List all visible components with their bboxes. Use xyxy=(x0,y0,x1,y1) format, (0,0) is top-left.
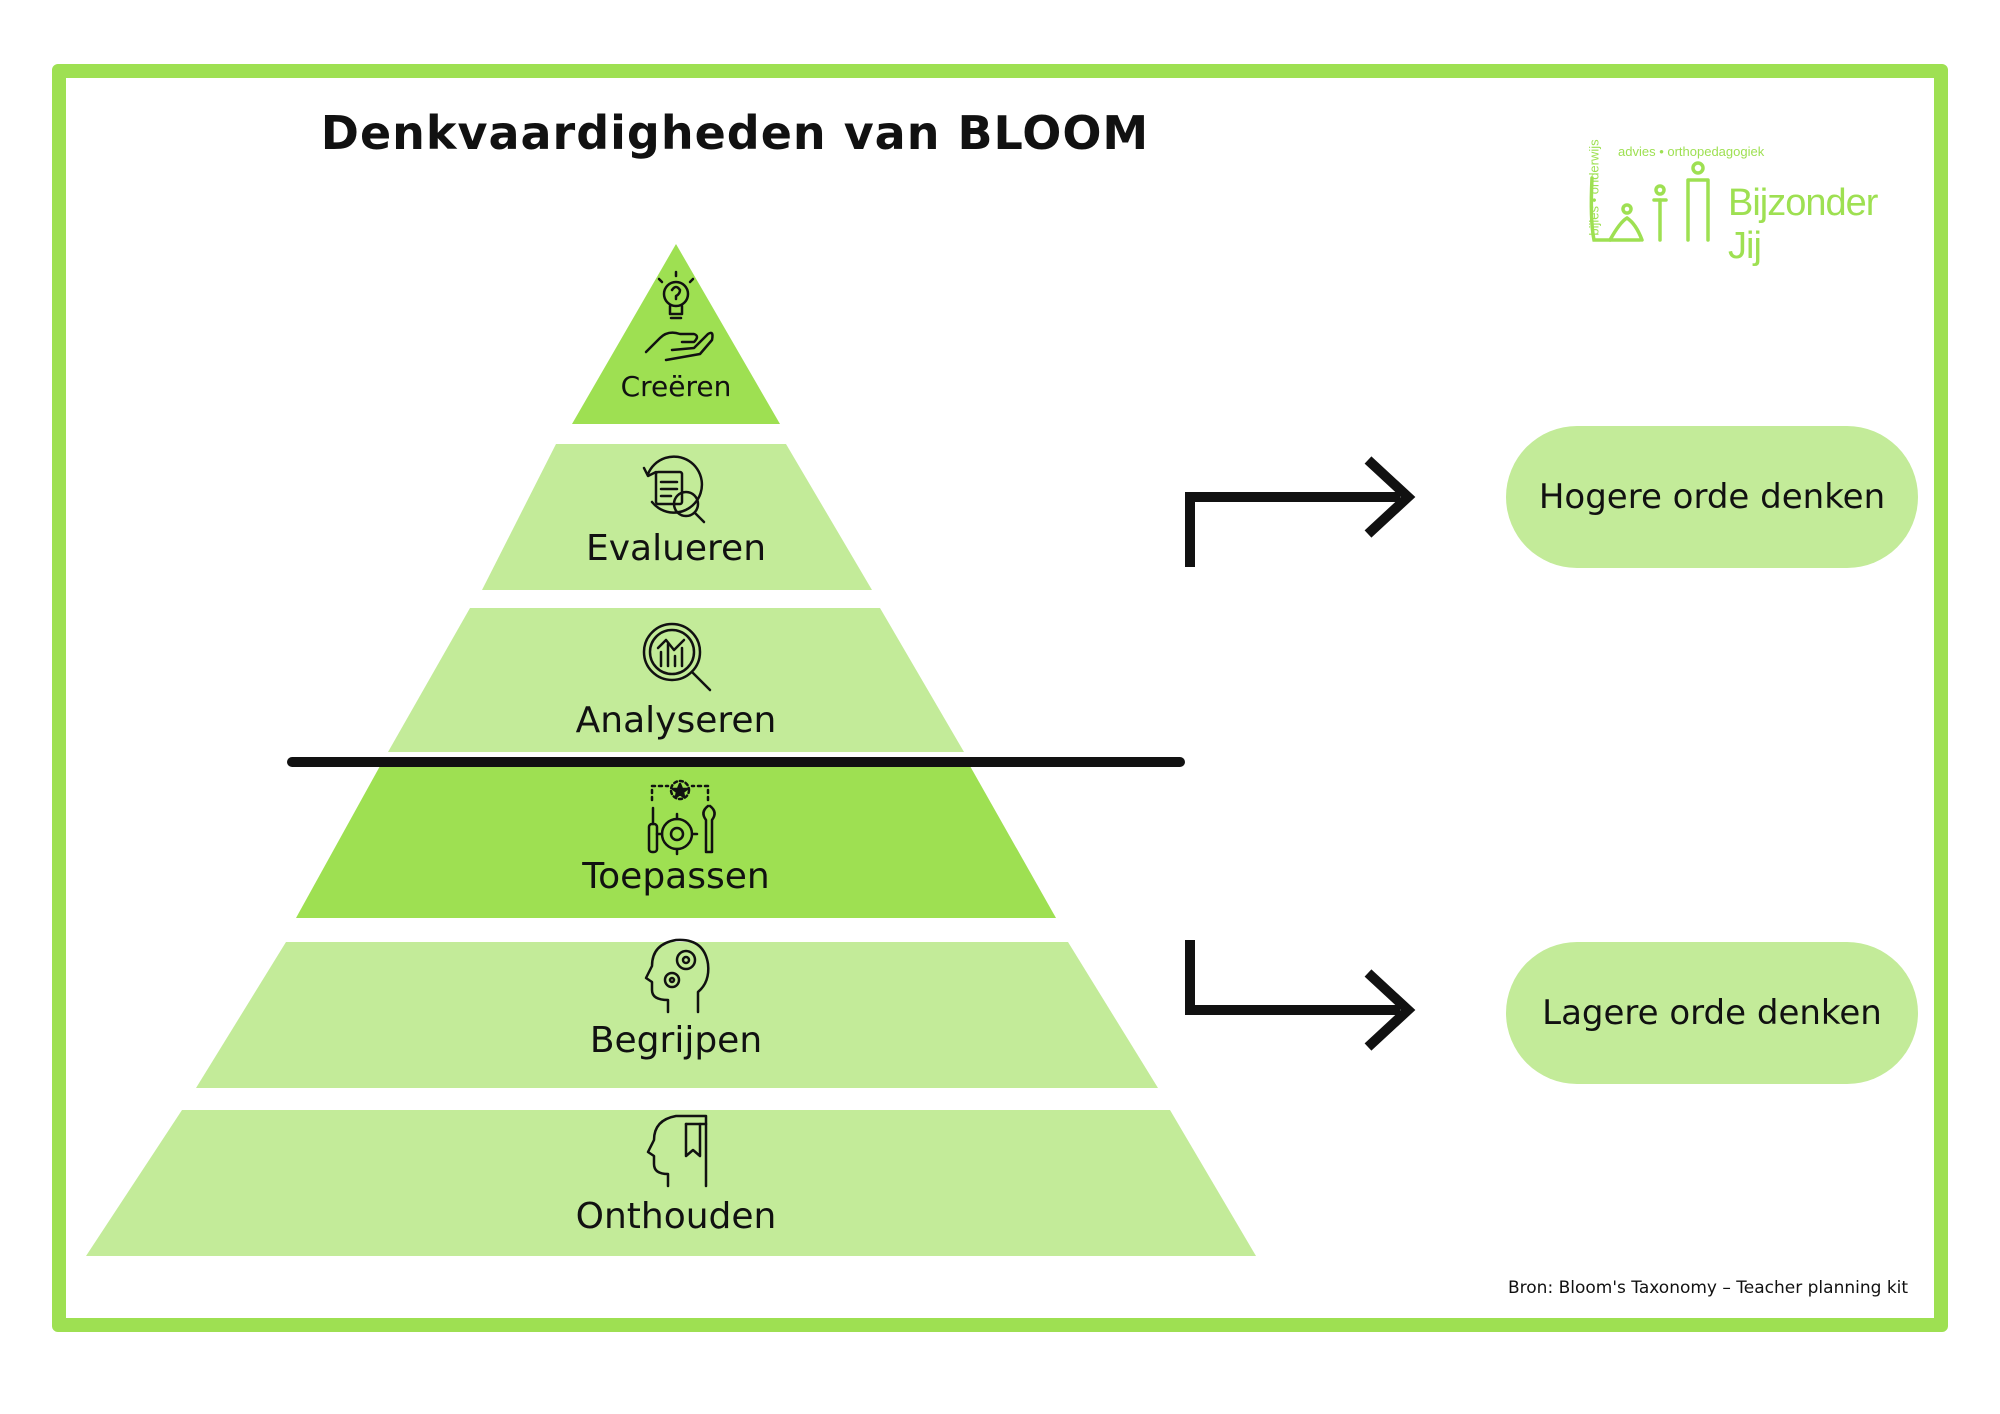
source-note: Bron: Bloom's Taxonomy – Teacher plannin… xyxy=(1508,1278,1909,1298)
page-title: Denkvaardigheden van BLOOM xyxy=(320,106,1150,160)
document-search-icon xyxy=(642,455,706,524)
tier-label: Creëren xyxy=(621,370,732,403)
tier-label: Begrijpen xyxy=(590,1020,762,1061)
bracket-line xyxy=(1185,940,1400,1015)
tools-gear-icon xyxy=(647,779,716,856)
tier-onthouden xyxy=(86,1110,1256,1256)
chart-magnifier-icon xyxy=(642,622,712,692)
tier-label: Toepassen xyxy=(581,856,769,897)
lightbulb-hand-icon xyxy=(644,270,714,362)
higher-order-label: Hogere orde denken xyxy=(1538,477,1886,517)
tier-label: Evalueren xyxy=(586,528,766,569)
tier-begrijpen xyxy=(196,942,1158,1088)
brand-logo: advies • orthopedagogiek bijles • onderw… xyxy=(1580,139,1910,267)
arrow-lower xyxy=(1364,969,1416,1051)
tier-label: Onthouden xyxy=(576,1196,777,1237)
head-gears-icon xyxy=(644,938,710,1014)
head-book-icon xyxy=(646,1114,708,1188)
lower-order-pill: Lagere orde denken xyxy=(1506,942,1918,1084)
family-figures-icon xyxy=(1589,161,1710,242)
logo-name: Bijzonder Jij xyxy=(1728,182,1878,267)
tier-evalueren xyxy=(482,444,872,590)
tier-label: Analyseren xyxy=(576,700,777,741)
arrow-higher xyxy=(1364,456,1416,538)
bracket-line xyxy=(1185,492,1400,567)
lower-order-label: Lagere orde denken xyxy=(1542,993,1882,1033)
logo-tagline: advies • orthopedagogiek xyxy=(1618,144,1765,159)
logo-tagline-side: bijles • onderwijs xyxy=(1586,139,1602,236)
tier-toepassen xyxy=(296,766,1056,918)
higher-order-pill: Hogere orde denken xyxy=(1506,426,1918,568)
